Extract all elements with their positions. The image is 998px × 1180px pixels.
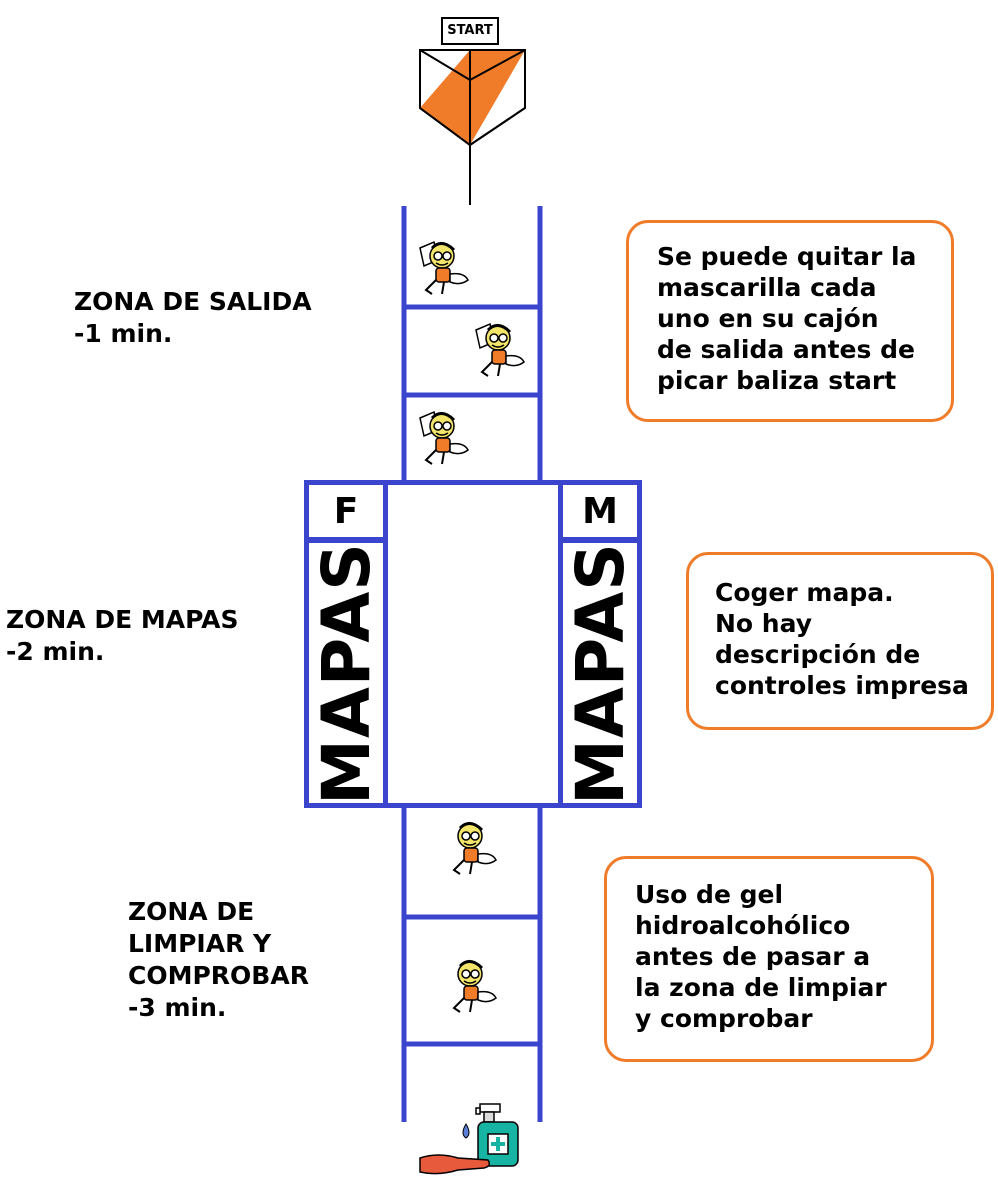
map-box-f-label: MAPAS <box>307 541 385 805</box>
runner-icon <box>419 410 469 465</box>
runner-icon <box>475 322 525 377</box>
zone-label-salida: ZONA DE SALIDA -1 min. <box>74 287 312 348</box>
note-limpiar: Uso de gel hidroalcohólico antes de pasa… <box>604 856 934 1062</box>
runner-icon <box>452 822 497 875</box>
start-flag-label: START <box>447 23 493 38</box>
map-box-f-letter: F <box>333 491 359 532</box>
map-box-m-letter: M <box>582 491 618 532</box>
map-box-m-label: MAPAS <box>561 541 639 805</box>
zone-label-mapas: ZONA DE MAPAS -2 min. <box>6 605 239 666</box>
note-salida: Se puede quitar la mascarilla cada uno e… <box>626 220 954 422</box>
zone-label-limpiar: ZONA DE LIMPIAR Y COMPROBAR -3 min. <box>128 897 309 1022</box>
hand-sanitizer-icon <box>419 1103 519 1175</box>
map-box-f <box>304 538 388 808</box>
runner-icon <box>452 960 497 1013</box>
map-box-m <box>558 538 642 808</box>
runner-icon <box>419 240 469 295</box>
note-mapas: Coger mapa. No hay descripción de contro… <box>686 552 994 730</box>
